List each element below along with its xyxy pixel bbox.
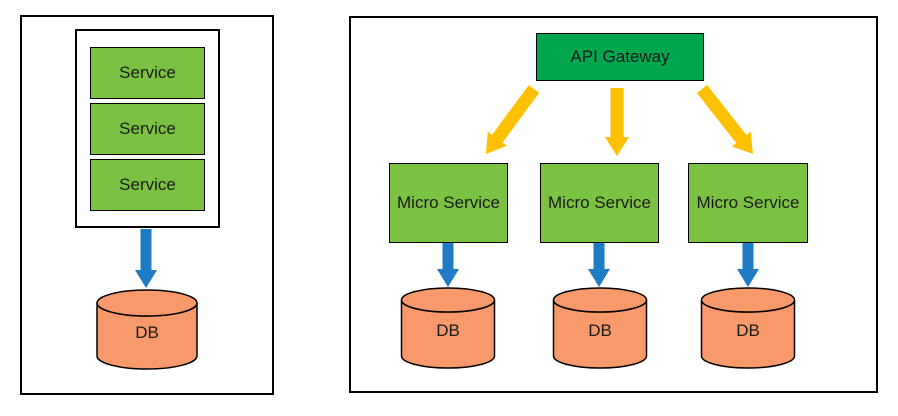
monolith-panel bbox=[20, 15, 274, 395]
microservices-panel bbox=[349, 16, 878, 393]
db-label: DB bbox=[135, 323, 159, 342]
db-label: DB bbox=[588, 321, 612, 340]
micro-service-box: Micro Service bbox=[389, 163, 508, 243]
service-box: Service bbox=[90, 47, 205, 99]
db-label: DB bbox=[436, 321, 460, 340]
db-label: DB bbox=[736, 321, 760, 340]
api-gateway-box: API Gateway bbox=[536, 33, 704, 81]
service-box: Service bbox=[90, 103, 205, 155]
micro-service-box: Micro Service bbox=[540, 163, 659, 243]
service-box: Service bbox=[90, 159, 205, 211]
micro-service-box: Micro Service bbox=[688, 163, 808, 243]
